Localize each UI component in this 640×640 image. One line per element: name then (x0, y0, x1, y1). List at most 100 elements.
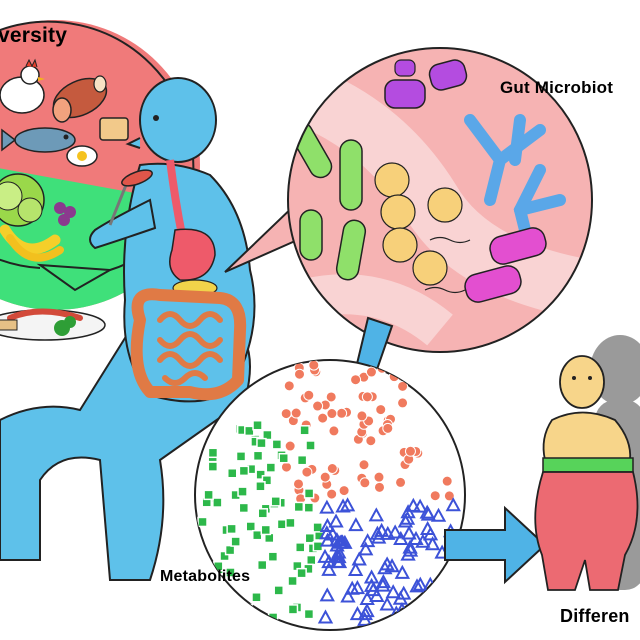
figure-arm (89, 198, 157, 250)
metabolite-triangle (319, 499, 335, 514)
metabolite-dot (397, 397, 409, 409)
metabolite-triangle (387, 524, 403, 539)
metabolite-square (252, 450, 264, 462)
metabolite-square (296, 567, 307, 579)
cabbage-icon (0, 173, 45, 227)
metabolite-square (267, 551, 279, 562)
sausage-plate (7, 308, 83, 321)
metabolite-triangle (447, 597, 463, 612)
metabolite-triangle (429, 610, 445, 625)
cocci-bacteria-icon (374, 162, 463, 286)
branched-bacteria-icon (464, 114, 566, 256)
metabolite-triangle (430, 507, 447, 522)
metabolite-square (276, 519, 288, 530)
metabolite-square (306, 554, 317, 566)
microbiota-label: Gut Microbiot (500, 78, 614, 97)
metabolite-square (197, 516, 208, 528)
banana-icon (0, 224, 64, 262)
metabolite-dot (361, 391, 373, 403)
metabolite-square (257, 508, 269, 519)
metabolite-dot (303, 389, 315, 401)
sausage-icon (121, 169, 153, 187)
metabolite-triangle (363, 577, 380, 592)
metabolite-dot (441, 475, 453, 487)
metabolite-triangle (412, 576, 428, 591)
metabolite-triangle (420, 506, 437, 521)
metabolite-square (299, 425, 310, 436)
small-intestine (157, 311, 223, 386)
metabolite-dot (365, 435, 377, 447)
plate-icon (0, 308, 106, 341)
metabolite-dot (284, 440, 296, 452)
metabolite-dot (293, 478, 305, 490)
esophagus (166, 159, 186, 236)
metabolite-square (255, 481, 266, 492)
metabolite-dot (417, 377, 429, 389)
metabolite-square (303, 608, 315, 620)
metabolite-triangle (335, 498, 351, 513)
metabolite-triangle (439, 576, 455, 591)
metabolite-square (296, 454, 308, 466)
metabolite-triangle (349, 579, 366, 595)
metabolite-square (245, 521, 256, 532)
metabolite-triangle (393, 530, 409, 545)
metabolite-dot (294, 368, 306, 380)
metabolite-dot (359, 477, 371, 489)
metabolite-triangle (369, 587, 385, 602)
metabolite-square (273, 585, 284, 596)
large-intestine (130, 288, 247, 401)
metabolite-dot (373, 471, 385, 483)
metabolite-triangle (384, 558, 400, 573)
metabolite-triangle (431, 583, 448, 598)
metabolite-triangle (375, 577, 391, 592)
metabolite-square (251, 592, 262, 603)
metabolite-dot (395, 476, 407, 488)
diet-speech-tail (36, 263, 114, 292)
human-figure (0, 77, 256, 581)
metabolite-triangle (363, 569, 380, 584)
metabolite-triangle (348, 517, 364, 532)
flagellated-bacteria-icon (424, 227, 547, 303)
metabolite-triangle (448, 599, 464, 614)
metabolite-triangle (399, 510, 416, 525)
metabolite-dot (358, 459, 370, 471)
metabolite-triangle (359, 533, 376, 548)
metabolite-dot (326, 488, 338, 500)
metabolite-square (265, 462, 277, 473)
metabolite-dot (325, 391, 337, 403)
metabolite-dot (280, 408, 292, 420)
metabolite-dot (388, 371, 400, 383)
metabolite-dot (356, 410, 368, 422)
metabolite-triangle (328, 513, 344, 528)
metabolite-dot (326, 408, 338, 420)
metabolite-triangle (319, 587, 335, 602)
metabolite-triangle (424, 536, 441, 551)
metabolite-dot (317, 412, 329, 424)
metabolite-square (256, 559, 268, 571)
figure-eye (153, 115, 159, 121)
metabolite-square (303, 502, 315, 513)
metabolite-dot (308, 360, 320, 371)
metabolite-triangle (324, 526, 341, 541)
metabolite-triangle (436, 573, 452, 588)
metabolite-square (211, 599, 223, 610)
metabolite-triangle (445, 497, 461, 512)
person-lower (534, 471, 639, 591)
metabolite-square (238, 502, 250, 514)
metabolite-triangle (408, 530, 424, 546)
metabolite-square (251, 529, 263, 541)
person-head (559, 355, 605, 409)
diet-label: versity (0, 24, 68, 47)
metabolite-triangle (317, 609, 334, 624)
fish-icon (1, 127, 76, 153)
outcome-label: Differen (560, 606, 630, 626)
outcome-person (534, 335, 640, 591)
metabolite-triangle (340, 588, 356, 603)
metabolite-triangle (437, 574, 453, 589)
metabolite-square (287, 604, 299, 615)
metabolite-square (293, 501, 305, 513)
stomach (169, 228, 216, 281)
gut-microbiota-circle (224, 47, 593, 353)
metabolite-square (270, 496, 281, 507)
